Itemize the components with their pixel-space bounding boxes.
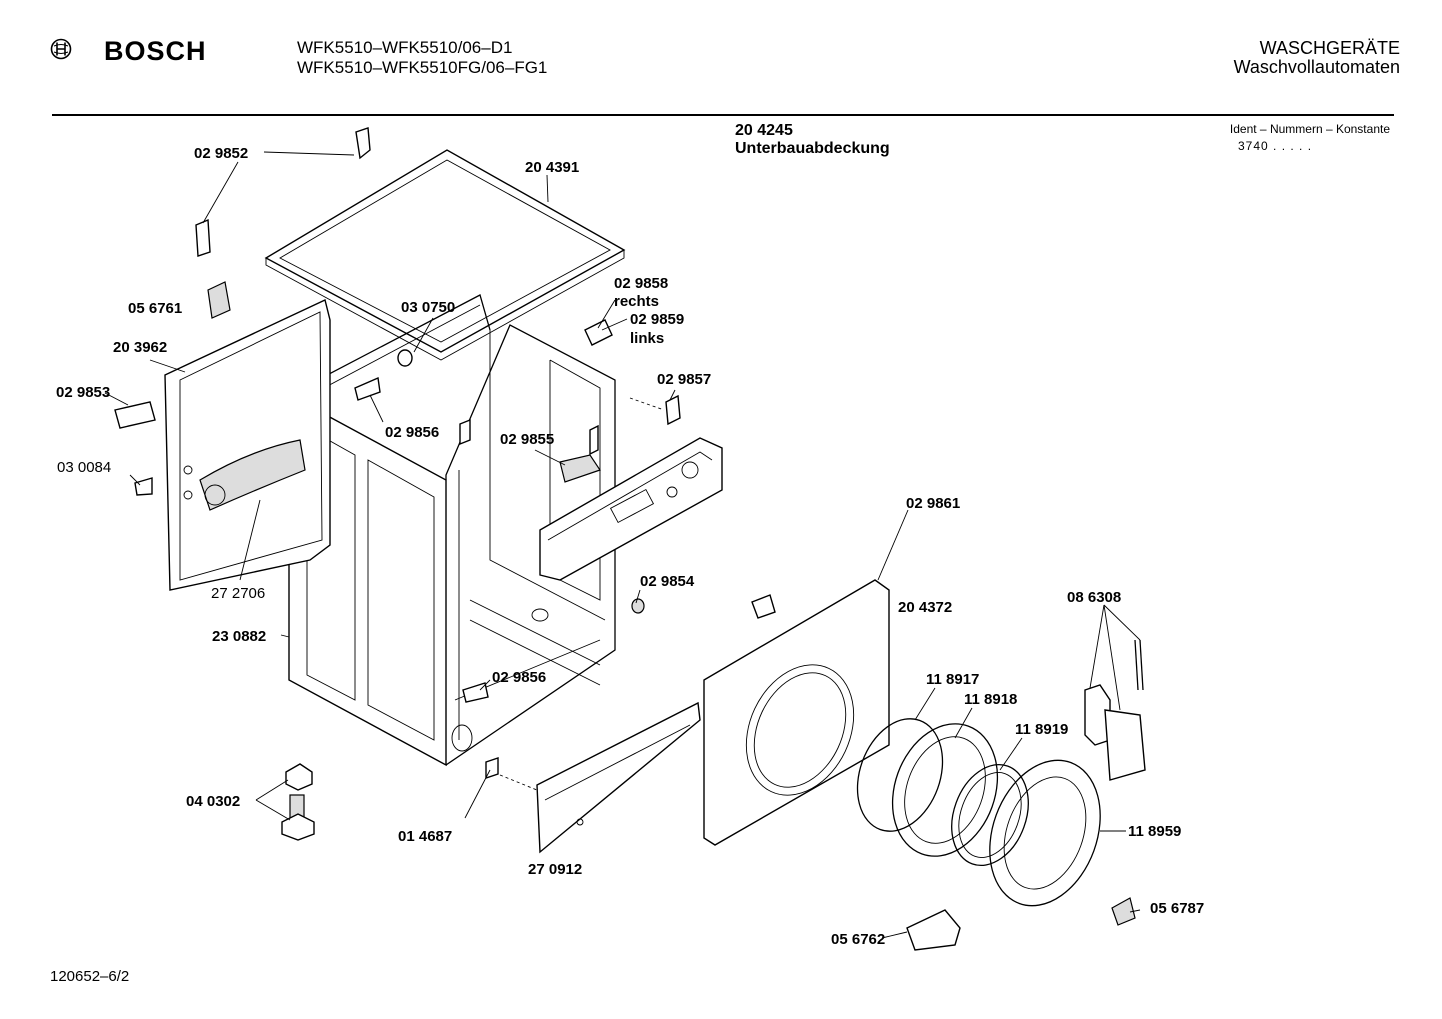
front-panel-drawing — [703, 579, 890, 846]
top-cover-drawing — [264, 149, 626, 361]
category-line-2: Waschvollautomaten — [1233, 57, 1400, 77]
small-parts-drawings — [114, 127, 1146, 951]
part-label: 23 0882 — [212, 628, 266, 645]
part-label: 27 2706 — [211, 585, 265, 602]
part-labels: 02 9852 20 4391 05 6761 03 0750 02 9858 … — [56, 145, 1204, 948]
door-ring-drawings — [856, 718, 1101, 907]
leader-lines — [104, 151, 1141, 939]
part-label: 05 6787 — [1150, 900, 1204, 917]
part-label: 02 9858 — [614, 275, 668, 292]
bosch-logo-icon — [50, 38, 72, 60]
part-label: 20 4391 — [525, 159, 579, 176]
part-label: 01 4687 — [398, 828, 452, 845]
part-label: 20 4372 — [898, 599, 952, 616]
part-label: 20 3962 — [113, 339, 167, 356]
brand-name: BOSCH — [104, 36, 207, 66]
part-label: 03 0084 — [57, 459, 111, 476]
category-line-1: WASCHGERÄTE — [1259, 38, 1400, 58]
part-label: 05 6761 — [128, 300, 182, 317]
ident-label: Ident – Nummern – Konstante — [1229, 122, 1390, 136]
part-label: 02 9855 — [500, 431, 554, 448]
back-panel-drawing — [164, 299, 331, 591]
part-label: 02 9861 — [906, 495, 960, 512]
part-label: 11 8918 — [964, 691, 1017, 708]
part-label: 02 9856 — [385, 424, 439, 441]
part-label: 02 9853 — [56, 384, 110, 401]
part-label: 27 0912 — [528, 861, 582, 878]
part-label: 04 0302 — [186, 793, 240, 810]
part-label: 11 8917 — [926, 671, 979, 688]
part-label: 05 6762 — [831, 931, 885, 948]
part-label: 08 6308 — [1067, 589, 1121, 606]
part-label: rechts — [614, 293, 659, 310]
part-label: 02 9857 — [657, 371, 711, 388]
plinth-drawing — [536, 701, 701, 854]
part-label: 11 8959 — [1128, 823, 1181, 840]
part-label: 02 9852 — [194, 145, 248, 162]
assembly-number: 20 4245 — [735, 122, 793, 139]
part-label: 02 9854 — [640, 573, 695, 590]
model-line-1: WFK5510–WFK5510/06–D1 — [297, 38, 513, 57]
ident-value: 3740 . . . . . — [1238, 139, 1313, 153]
part-label: 03 0750 — [401, 299, 455, 316]
control-panel-frame-drawing — [539, 437, 723, 581]
drawing-number: 120652–6/2 — [50, 968, 130, 985]
part-label: 02 9856 — [492, 669, 546, 686]
part-label: 11 8919 — [1015, 721, 1068, 738]
model-line-2: WFK5510–WFK5510FG/06–FG1 — [297, 58, 548, 77]
part-label: 02 9859 — [630, 311, 684, 328]
header-divider — [52, 114, 1394, 116]
part-label: links — [630, 330, 664, 347]
assembly-name: Unterbauabdeckung — [735, 140, 890, 157]
